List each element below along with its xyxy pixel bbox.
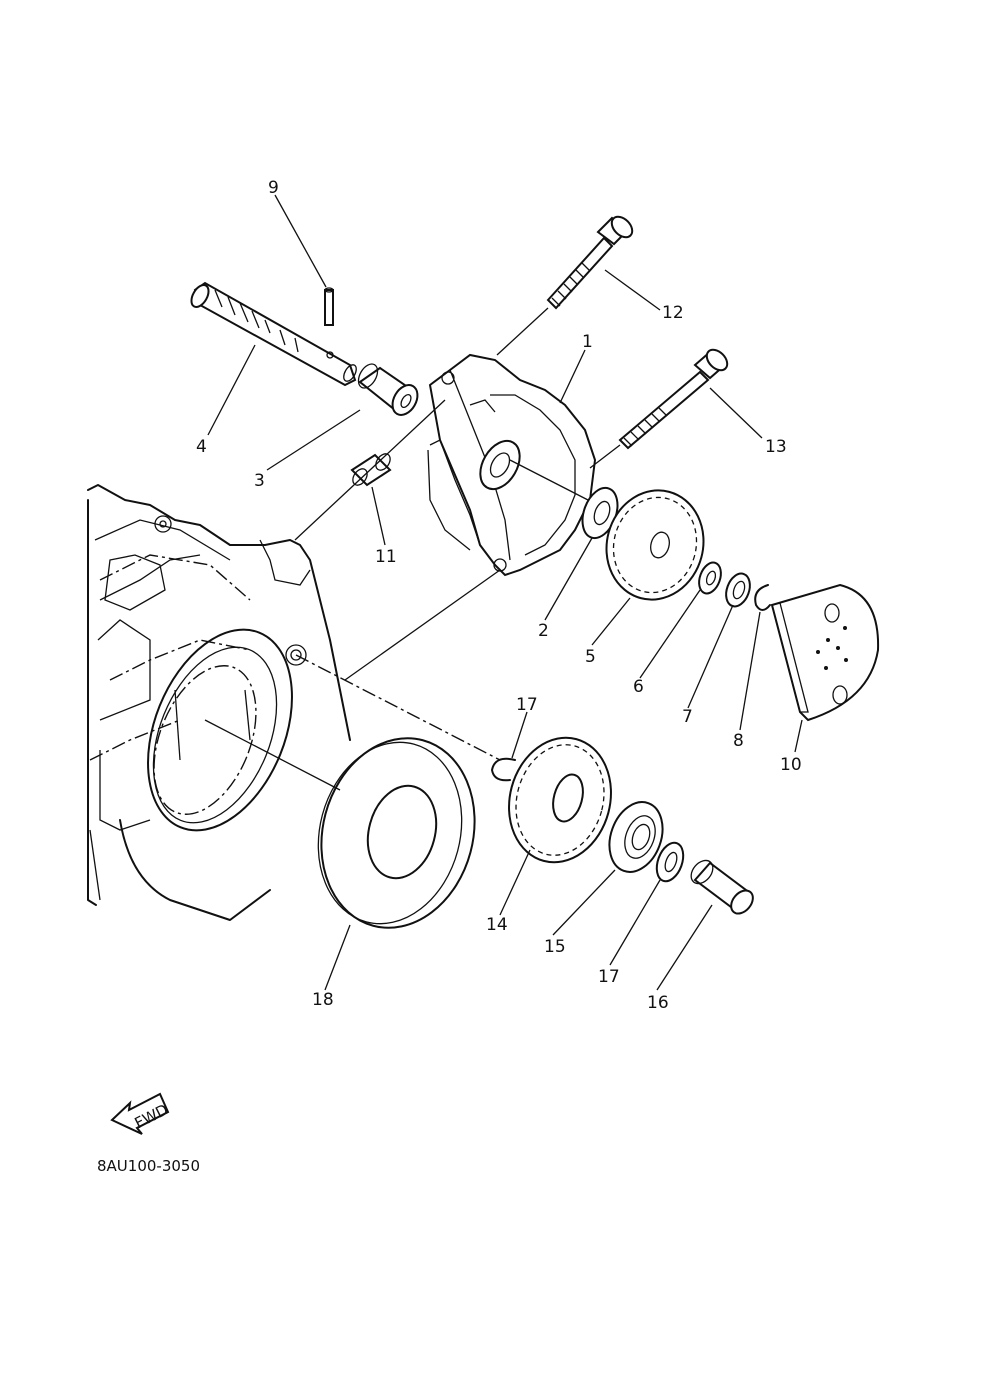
callout-labels: 9 4 3 11 1 12 13 2 5 6 7 8 10 17 14 15 1…	[196, 178, 802, 1013]
callout-2: 2	[538, 621, 549, 641]
part-2-bearing	[581, 486, 619, 540]
callout-17b: 17	[598, 967, 620, 987]
part-14-gear	[508, 736, 612, 864]
part-9-pin	[324, 287, 334, 326]
callout-3: 3	[254, 471, 265, 491]
callout-18: 18	[312, 990, 334, 1010]
part-6-washer	[698, 561, 722, 595]
callout-15: 15	[544, 937, 566, 957]
callout-13: 13	[765, 437, 787, 457]
part-5-gear	[605, 489, 705, 601]
callout-17a: 17	[516, 695, 538, 715]
crankcase-housing	[87, 484, 351, 921]
callout-1: 1	[582, 332, 593, 352]
callout-4: 4	[196, 437, 207, 457]
assembly-lines	[204, 307, 621, 791]
callout-7: 7	[682, 707, 693, 727]
leader-lines	[207, 194, 803, 991]
callout-10: 10	[780, 755, 802, 775]
part-code: 8AU100-3050	[97, 1157, 200, 1175]
part-7-washer	[725, 572, 751, 608]
part-12-bolt	[546, 215, 634, 310]
crankcase-bore	[147, 628, 293, 832]
part-18-ring	[317, 737, 476, 929]
callout-6: 6	[633, 677, 644, 697]
callout-12: 12	[662, 303, 684, 323]
part-16-pin	[690, 859, 754, 915]
callout-16: 16	[647, 993, 669, 1013]
part-13-bolt	[618, 348, 729, 450]
part-10-plate	[770, 583, 880, 722]
part-4-shaft	[190, 281, 357, 387]
part-8-circlip	[754, 584, 771, 611]
part-17-washer-b	[655, 841, 685, 883]
part-1-gear-cover	[427, 353, 597, 577]
callout-9: 9	[268, 178, 279, 198]
callout-8: 8	[733, 731, 744, 751]
part-15-bearing	[608, 801, 664, 873]
fwd-arrow-icon: FWD	[110, 1092, 171, 1135]
part-3-collar	[357, 363, 419, 416]
callout-14: 14	[486, 915, 508, 935]
part-17-clip-a	[491, 757, 516, 782]
callout-11: 11	[375, 547, 397, 567]
callout-5: 5	[585, 647, 596, 667]
